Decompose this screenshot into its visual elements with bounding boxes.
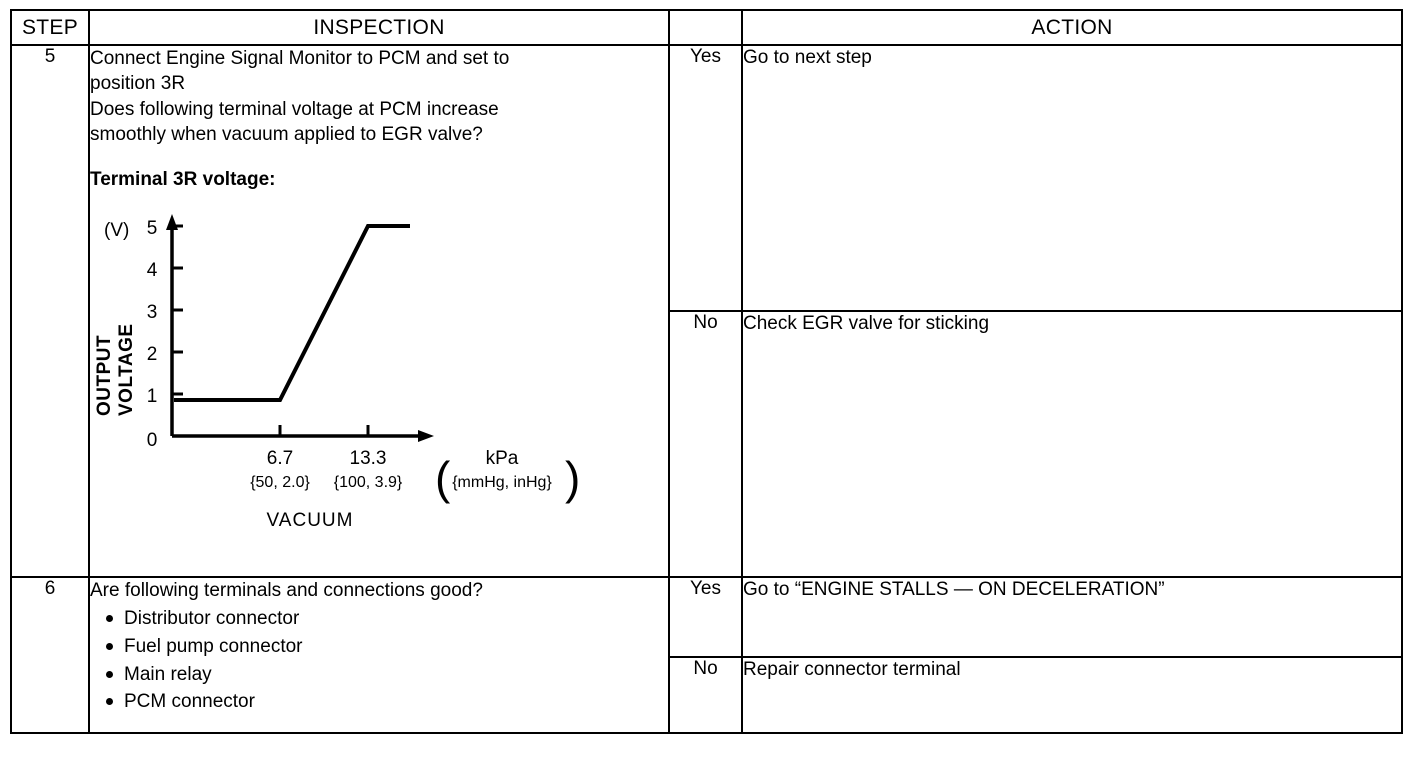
x-unit-secondary: {mmHg, inHg} [452,474,552,491]
inspection-line-1: Connect Engine Signal Monitor to PCM and… [90,48,510,69]
x-unit-primary: kPa [486,448,519,469]
x-axis-ticks [278,425,370,437]
header-action: ACTION [741,9,1403,46]
inspection-line-4: smoothly when vacuum applied to EGR valv… [90,123,483,145]
y-tick-label-5: 5 [147,218,158,239]
table-row-step-5: 5 Connect Engine Signal Monitor to PCM a… [10,44,1403,578]
inspection-cell-step-6: Are following terminals and connections … [88,576,670,734]
x-tick-sublabel-0: {50, 2.0} [250,474,310,491]
branch-label-yes-step-5: Yes [668,44,743,312]
table-row-step-6: 6 Are following terminals and connection… [10,576,1403,734]
branch-action-no-step-6: Repair connector terminal [741,656,1403,734]
branch-action-yes-step-6: Go to “ENGINE STALLS — ON DECELERATION” [741,576,1403,658]
y-axis-title-line-1: OUTPUT [94,335,115,416]
header-step: STEP [10,9,90,46]
connector-checklist: Distributor connector Fuel pump connecto… [90,605,668,716]
table-header-row: STEP INSPECTION ACTION [10,9,1403,46]
output-voltage-vs-vacuum-chart: (V) OUTPUT VOLTAGE [90,206,630,536]
y-axis-title-line-2: VOLTAGE [116,324,137,417]
y-axis-title-group: OUTPUT [94,335,115,416]
inspection-line-3: Does following terminal voltage at PCM i… [90,98,499,120]
chart-svg: (V) OUTPUT VOLTAGE [94,214,580,531]
x-tick-label-0: 6.7 [267,448,293,469]
branch-action-no-step-5: Check EGR valve for sticking [741,310,1403,578]
y-tick-label-3: 3 [147,302,158,323]
y-tick-label-4: 4 [147,260,158,281]
y-tick-label-1: 1 [147,386,158,407]
step-number-5: 5 [10,44,90,578]
x-axis-title: VACUUM [267,510,354,531]
inspection-line-2: position 3R [90,73,186,95]
unit-paren-close: ) [565,452,580,504]
y-axis-arrowhead [166,214,178,231]
branch-action-yes-step-5: Go to next step [741,44,1403,312]
step-number-6: 6 [10,576,90,734]
list-item: Distributor connector [106,605,668,633]
y-axis-unit-label: (V) [104,220,129,241]
terminal-voltage-caption: Terminal 3R voltage: [90,169,276,191]
header-inspection: INSPECTION [88,9,670,46]
list-item: Fuel pump connector [106,633,668,661]
y-tick-label-2: 2 [147,344,158,365]
x-axis-arrowhead [418,430,434,443]
diagnostic-flow-table: STEP INSPECTION ACTION 5 Connect Engine … [10,9,1403,734]
table-row-step-6-no: No Repair connector terminal [11,656,1403,734]
y-axis-ticks [172,224,183,396]
y-axis-title-group-2: VOLTAGE [116,324,137,417]
unit-paren-open: ( [435,452,451,504]
table-row-step-5-no: No Check EGR valve for sticking [11,310,1403,578]
inspection-question-step-6: Are following terminals and connections … [90,580,483,601]
x-tick-label-1: 13.3 [350,448,387,469]
output-voltage-curve [174,224,410,403]
branch-label-no-step-5: No [668,310,743,578]
inspection-cell-step-5: Connect Engine Signal Monitor to PCM and… [88,44,670,578]
list-item: PCM connector [106,688,668,716]
branch-label-yes-step-6: Yes [668,576,743,658]
branch-label-no-step-6: No [668,656,743,734]
header-yesno-blank [668,9,743,46]
x-tick-sublabel-1: {100, 3.9} [334,474,403,491]
y-tick-label-0: 0 [147,430,158,451]
list-item: Main relay [106,661,668,689]
